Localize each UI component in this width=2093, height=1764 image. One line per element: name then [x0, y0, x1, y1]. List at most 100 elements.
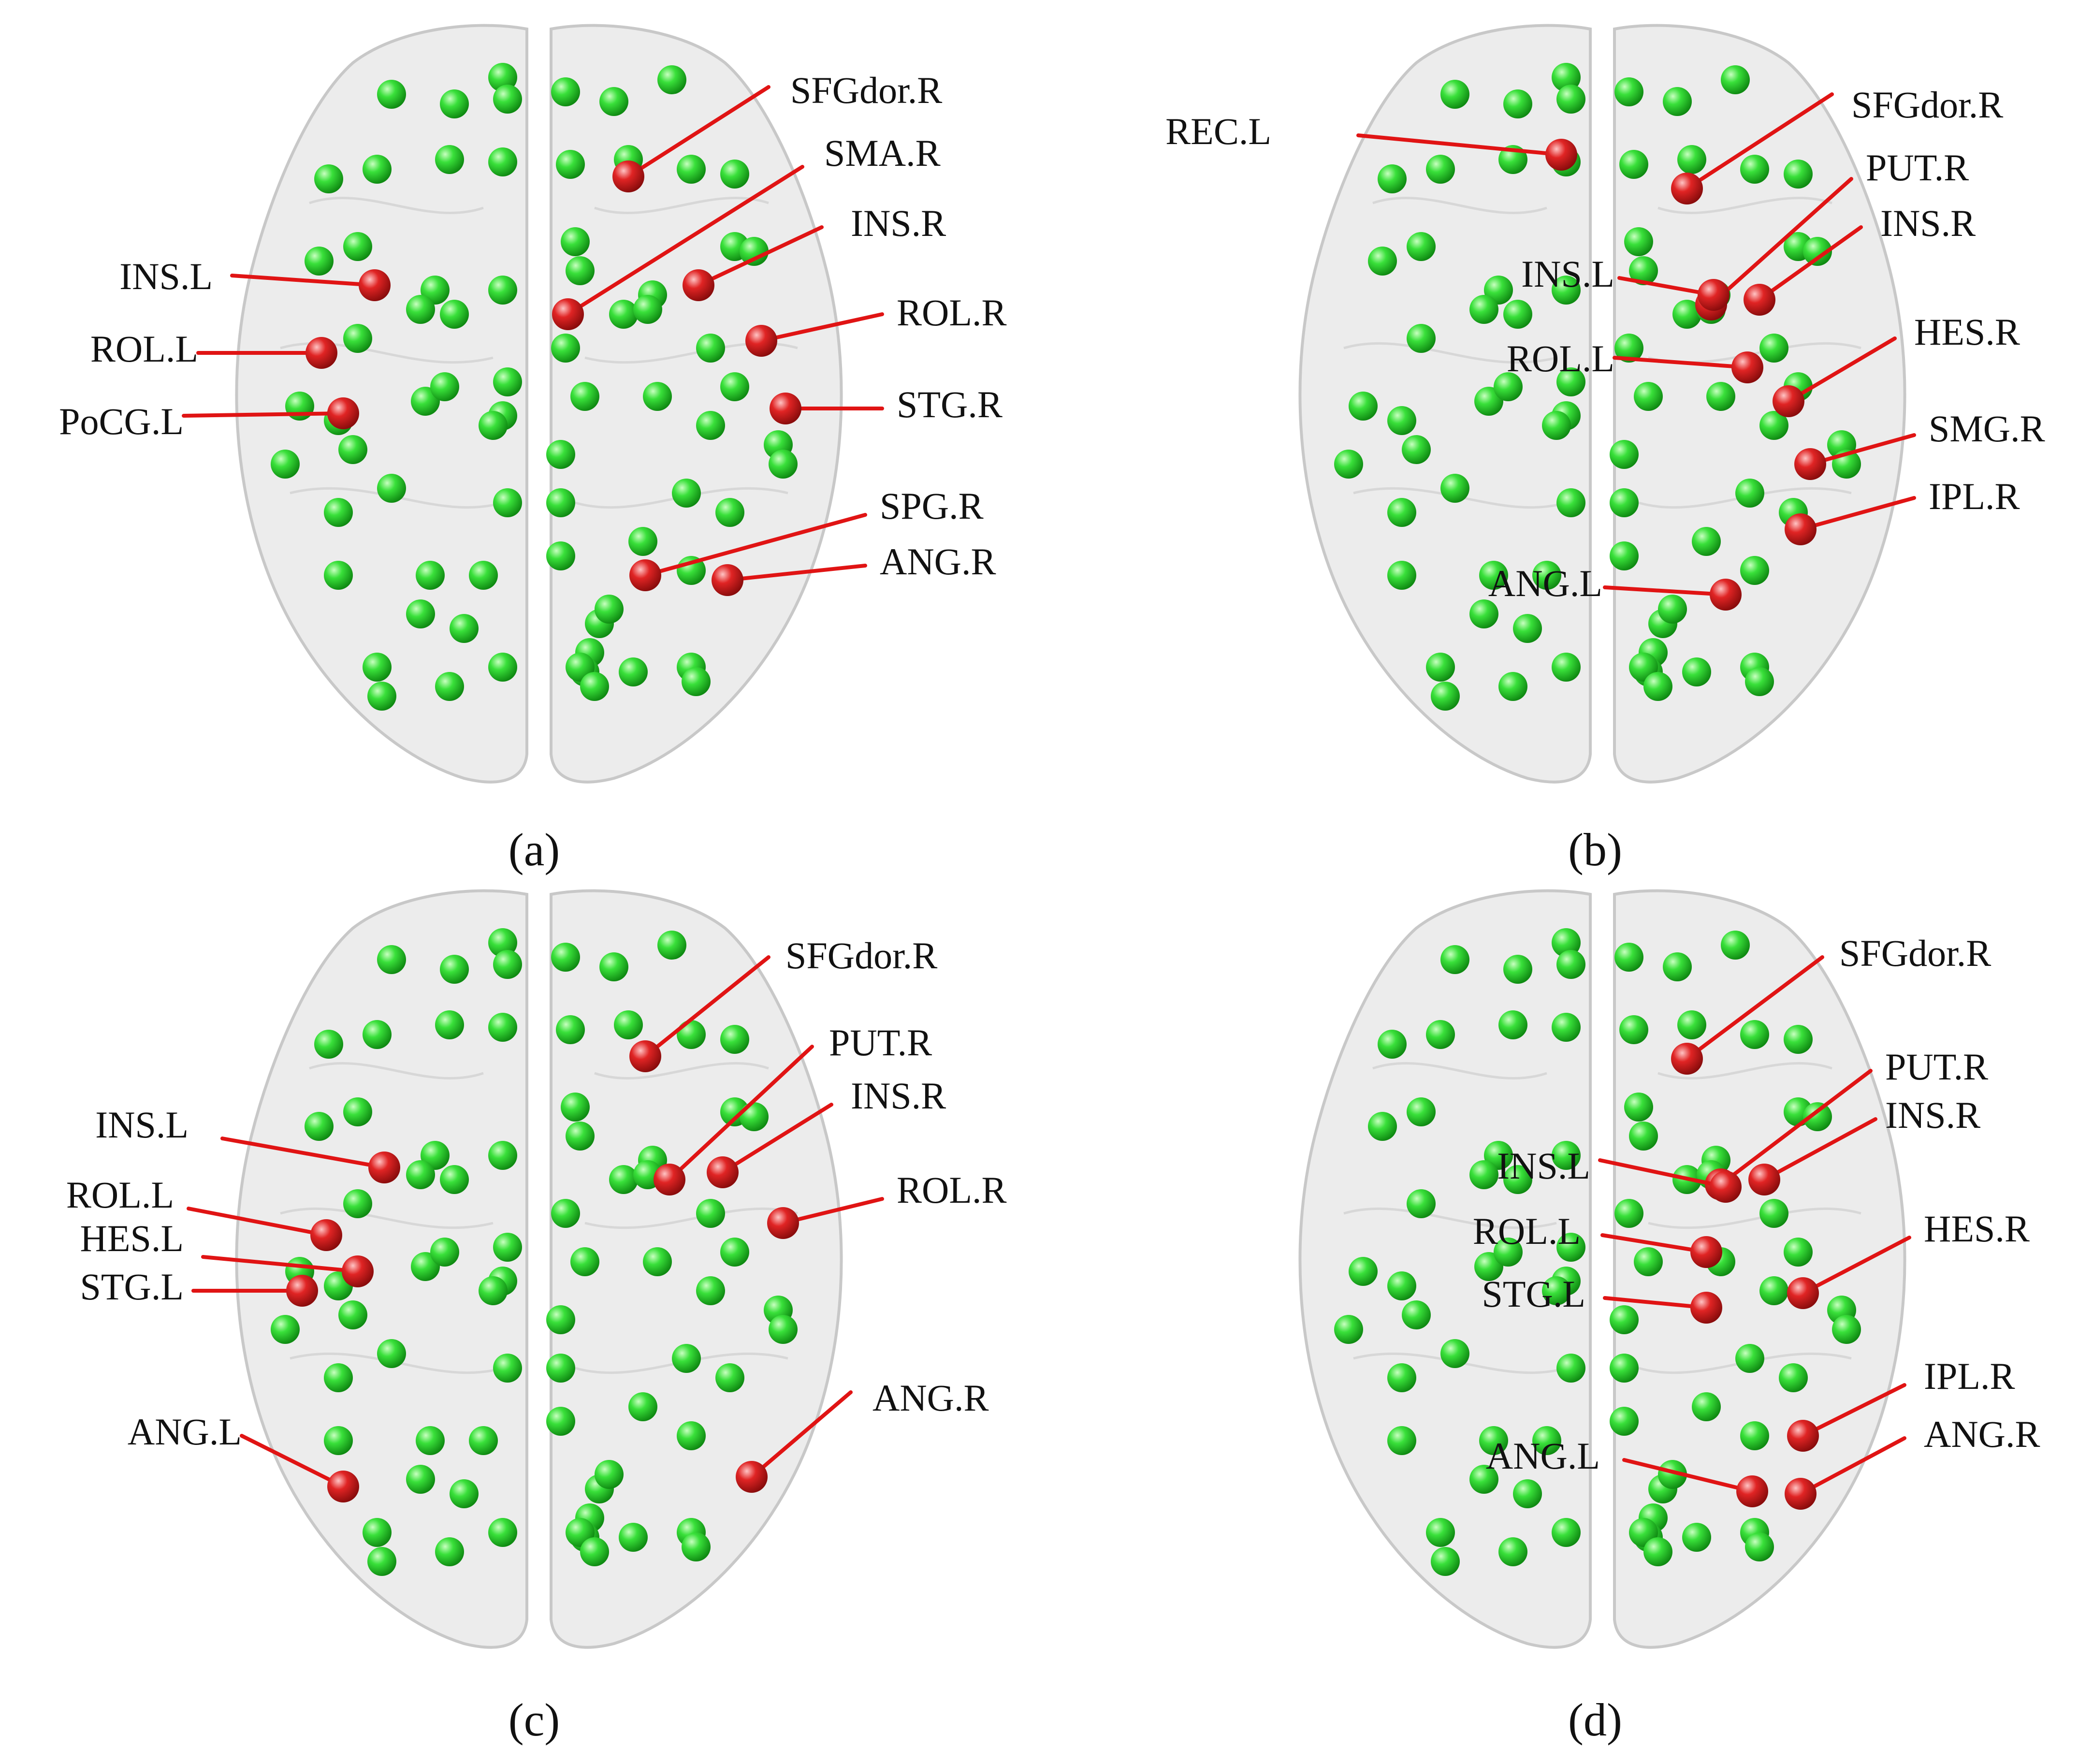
region-node [1545, 139, 1577, 171]
brain-node [488, 1518, 517, 1547]
brain-node [633, 295, 662, 324]
brain-node [1610, 541, 1639, 570]
brain-node [546, 488, 575, 517]
panel-caption: (b) [1568, 824, 1622, 875]
brain-node [580, 1537, 609, 1566]
brain-node [488, 1141, 517, 1170]
panel-caption: (c) [509, 1694, 560, 1746]
brain-node [599, 87, 628, 116]
brain-node [682, 667, 711, 696]
region-label: PUT.R [1885, 1046, 1988, 1088]
brain-node [672, 1344, 701, 1373]
region-label: STG.L [1482, 1273, 1586, 1315]
brain-node [488, 276, 517, 305]
brain-node [1759, 334, 1788, 363]
leader-line [1598, 1158, 1728, 1189]
brain-node [1387, 561, 1416, 590]
brain-node [440, 89, 469, 118]
brain-node [1552, 1013, 1581, 1042]
brain-node [614, 1010, 643, 1039]
brain-node [488, 1013, 517, 1042]
region-node [1690, 1236, 1722, 1268]
brain-node [1498, 1537, 1527, 1566]
leader-line [1709, 177, 1853, 306]
brain-node [1387, 406, 1416, 435]
region-label: ANG.L [128, 1411, 242, 1453]
brain-node [1677, 1010, 1706, 1039]
brain-node [1498, 672, 1527, 701]
region-label: ANG.L [1488, 562, 1602, 604]
brain-node [343, 1189, 372, 1218]
region-label: PUT.R [829, 1021, 932, 1064]
brain-node [1426, 155, 1455, 184]
brain-node [1803, 1102, 1832, 1131]
panel-a: SFGdor.RSMA.RINS.RINS.LROL.RROL.LSTG.RPo… [59, 24, 1007, 875]
region-label: REC.L [1165, 110, 1271, 152]
region-label: INS.R [851, 202, 946, 244]
brain-node [1556, 1233, 1585, 1262]
gyrus-fold [280, 342, 494, 364]
brain-node [1779, 1363, 1808, 1392]
brain-node [1610, 1354, 1639, 1383]
region-label: INS.R [851, 1075, 946, 1117]
region-label: ROL.R [897, 292, 1007, 334]
brain-node [1740, 1421, 1769, 1450]
brain-node [1503, 89, 1532, 118]
region-node [1787, 1420, 1819, 1452]
brain-node [619, 1523, 648, 1552]
brain-node [628, 1392, 657, 1421]
brain-node [1503, 300, 1532, 329]
brain-node [406, 1465, 435, 1494]
region-node [745, 325, 777, 357]
brain-node [720, 160, 749, 189]
brain-node [324, 1363, 353, 1392]
region-label: ANG.R [1924, 1413, 2040, 1455]
gyrus-fold [584, 1207, 798, 1229]
brain-node [1407, 324, 1436, 353]
brain-node [363, 1518, 392, 1547]
brain-node [1745, 1532, 1774, 1561]
brain-node [1469, 1160, 1498, 1189]
brain-node [682, 1532, 711, 1561]
region-node [629, 1040, 661, 1072]
brain-node [488, 63, 517, 92]
gyrus-fold [1657, 196, 1832, 215]
brain-node [551, 1199, 580, 1228]
brain-node [1387, 1426, 1416, 1455]
brain-node [769, 1315, 798, 1344]
brain-node [406, 295, 435, 324]
gyrus-fold [309, 196, 484, 215]
region-label: IPL.R [1929, 475, 2020, 517]
region-label: HES.R [1924, 1208, 2030, 1250]
gyrus-fold [1372, 1062, 1547, 1080]
brain-node [1658, 1460, 1687, 1489]
brain-node [1552, 928, 1581, 957]
brain-node [643, 1247, 672, 1276]
region-node [1794, 448, 1826, 480]
brain-node [1334, 450, 1363, 479]
region-node [1690, 1292, 1722, 1324]
brain-node [657, 931, 686, 960]
brain-node [1368, 1112, 1397, 1141]
brain-node [1759, 1276, 1788, 1305]
region-node [683, 269, 714, 301]
leader-line [187, 1207, 328, 1237]
gyrus-fold [594, 1062, 769, 1080]
brain-node [740, 237, 769, 266]
brain-node [628, 527, 657, 556]
leader-line [1799, 496, 1916, 531]
brain-node [1368, 247, 1397, 276]
left-hemisphere [235, 889, 528, 1649]
brain-node [715, 498, 744, 527]
brain-node [1672, 300, 1701, 329]
left-hemisphere [1298, 889, 1592, 1649]
leader-line [566, 165, 804, 316]
brain-node [696, 1276, 725, 1305]
region-label: ROL.L [90, 328, 198, 370]
region-label: ROL.L [1473, 1210, 1581, 1252]
brain-node [1407, 1189, 1436, 1218]
brain-node [367, 1547, 396, 1576]
brain-node [450, 1479, 479, 1508]
brain-node [1610, 1407, 1639, 1436]
brain-node [1469, 599, 1498, 628]
